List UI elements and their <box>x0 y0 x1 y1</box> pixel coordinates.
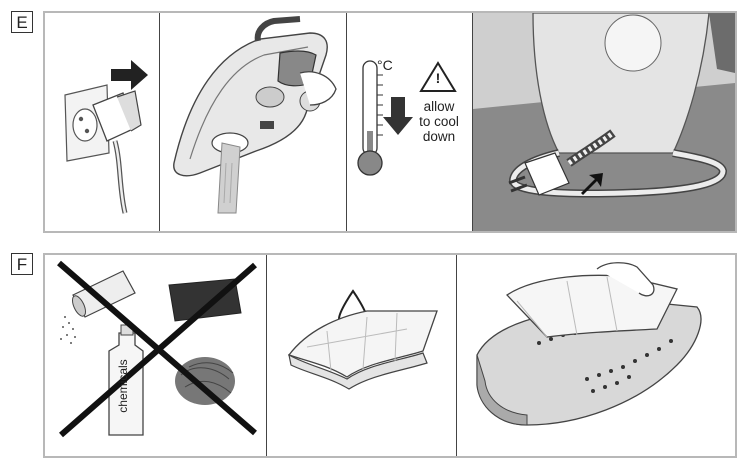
cool-down-message: allow to cool down <box>407 99 471 144</box>
cloth-icon <box>287 310 438 390</box>
panel-no-chemicals: chemicals <box>45 255 267 456</box>
arrow-down-icon <box>383 97 413 135</box>
iron-soleplate-icon <box>476 302 702 426</box>
message-line-1: allow <box>423 99 455 114</box>
iron-steam-icon <box>173 16 337 214</box>
panel-unplug <box>45 13 160 231</box>
cloth-wiping-icon <box>505 262 678 338</box>
cross-out-icon <box>57 260 257 438</box>
panel-cord-wrap <box>473 13 735 231</box>
thermometer-icon <box>357 60 383 176</box>
warning-symbol: ! <box>435 70 441 86</box>
temperature-unit: °C <box>377 57 393 73</box>
steel-wool-icon <box>175 357 235 405</box>
section-f-frame: chemicals <box>43 253 737 458</box>
arrow-diagonal-icon <box>581 173 603 195</box>
panel-iron-steam <box>160 13 347 231</box>
panel-wipe-soleplate <box>457 255 735 456</box>
spray-can-icon <box>60 270 136 344</box>
message-line-2: to cool <box>419 114 459 129</box>
plug-socket-icon <box>64 60 148 214</box>
message-line-3: down <box>422 129 456 144</box>
warning-triangle-icon <box>419 61 457 92</box>
section-label-f: F <box>11 253 33 275</box>
section-e-frame: °C ! allow to cool down <box>43 11 737 233</box>
cord-wrap-icon <box>473 13 735 231</box>
panel-damp-cloth <box>267 255 457 456</box>
chemicals-bottle-icon <box>108 324 144 436</box>
panel-cool-down: °C ! allow to cool down <box>347 13 473 231</box>
section-label-e: E <box>11 11 33 33</box>
chemicals-bottle-label: chemicals <box>116 359 130 413</box>
arrow-right-icon <box>111 60 148 90</box>
